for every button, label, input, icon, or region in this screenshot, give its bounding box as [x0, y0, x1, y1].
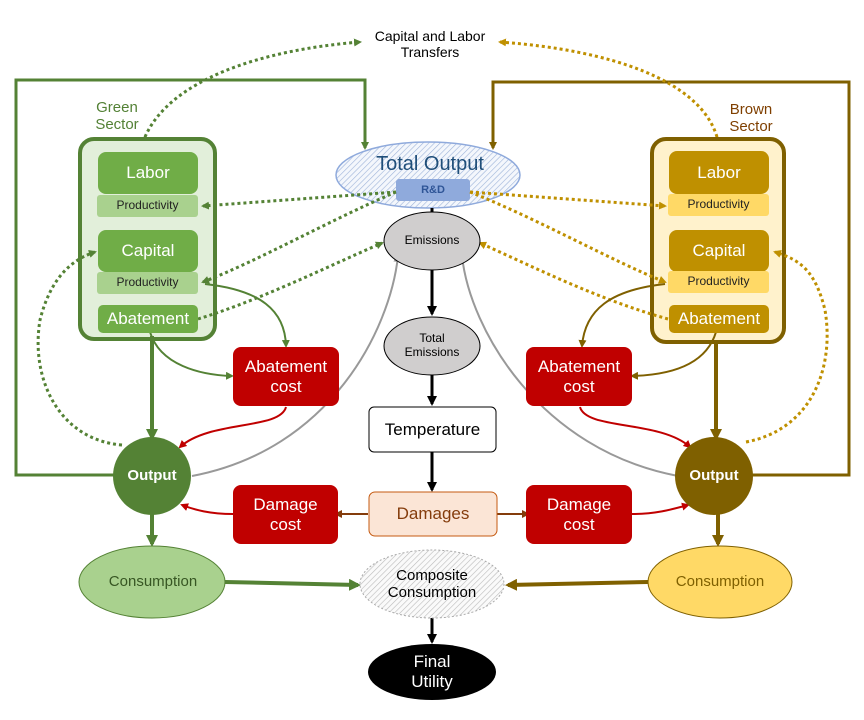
total-emissions-ellipse [383, 316, 481, 376]
green-capital-productivity[interactable]: Productivity [97, 272, 198, 294]
green-abatement-cost-line1: Abatement [244, 356, 328, 376]
emissions-ellipse [383, 211, 481, 271]
green-sector-label-line2: Sector [95, 116, 139, 133]
brown-output-circle [675, 437, 753, 515]
total-emissions-label[interactable]: Total Emissions [384, 326, 480, 366]
green-consumption-label[interactable]: Consumption [108, 573, 198, 591]
total-output-label[interactable]: Total Output [376, 152, 484, 175]
brown-labor-box[interactable]: Labor [669, 151, 769, 194]
final-utility-line1: Final [413, 652, 451, 672]
green-transfer-arrow [138, 38, 362, 145]
rd-label[interactable]: R&D [421, 183, 445, 196]
brown-consumption-ellipse [647, 545, 793, 619]
emissions-label[interactable]: Emissions [404, 233, 460, 248]
damages-box [368, 491, 498, 537]
composite-consumption-ellipse [359, 549, 505, 619]
brown-transfer-arrow [498, 38, 723, 144]
green-abatement-cost-box[interactable]: Abatement cost [233, 347, 339, 406]
brown-consumption-label[interactable]: Consumption [675, 573, 765, 591]
brown-abatement-cost-line1: Abatement [537, 356, 621, 376]
temperature-box [368, 406, 497, 453]
composite-line2: Consumption [387, 584, 477, 601]
final-utility-ellipse [368, 644, 496, 700]
green-output-circle [113, 437, 191, 515]
final-utility-label[interactable]: Final Utility [368, 648, 496, 696]
green-abatement-cost-line2: cost [270, 376, 302, 396]
total-emissions-line1: Total [419, 331, 445, 346]
green-damage-cost-line1: Damage [253, 494, 318, 514]
composite-line1: Composite [396, 566, 468, 584]
brown-damage-cost-box[interactable]: Damage cost [526, 485, 632, 544]
green-loop-line [14, 78, 369, 477]
final-utility-line2: Utility [411, 672, 453, 691]
transfers-title: Capital and Labor Transfers [340, 22, 520, 66]
brown-abatement-cost-box[interactable]: Abatement cost [526, 347, 632, 406]
total-emissions-line2: Emissions [404, 345, 460, 359]
green-abatement-box[interactable]: Abatement [98, 305, 198, 333]
green-labor-box[interactable]: Labor [98, 152, 198, 194]
total-output-ellipse [335, 141, 521, 209]
brown-loop-line [489, 80, 851, 477]
green-damage-cost-box[interactable]: Damage cost [233, 485, 338, 544]
brown-output-label[interactable]: Output [689, 467, 739, 485]
green-capital-box[interactable]: Capital [98, 230, 198, 272]
temperature-label[interactable]: Temperature [384, 419, 481, 439]
transfers-title-line2: Transfers [400, 44, 460, 60]
green-damage-cost-line2: cost [269, 514, 302, 534]
brown-sector-label-line1: Brown [729, 100, 773, 118]
brown-damage-cost-line2: cost [563, 514, 595, 534]
brown-capital-productivity[interactable]: Productivity [668, 271, 769, 293]
brown-capital-box[interactable]: Capital [669, 230, 769, 272]
composite-consumption-label[interactable]: Composite Consumption [360, 562, 504, 606]
green-consumption-ellipse [78, 545, 226, 619]
green-output-label[interactable]: Output [127, 467, 177, 485]
green-sector-label: Green Sector [82, 94, 152, 138]
brown-labor-productivity[interactable]: Productivity [668, 194, 769, 216]
green-labor-productivity[interactable]: Productivity [97, 195, 198, 217]
brown-abatement-box[interactable]: Abatement [669, 305, 769, 333]
transfers-title-line1: Capital and Labor [374, 27, 486, 44]
brown-sector-label: Brown Sector [716, 96, 786, 140]
brown-abatement-cost-line2: cost [563, 376, 595, 396]
brown-sector-label-line2: Sector [729, 118, 773, 135]
damages-label[interactable]: Damages [396, 504, 470, 524]
green-sector-label-line1: Green [96, 98, 138, 116]
brown-damage-cost-line1: Damage [546, 494, 612, 514]
rd-box [396, 179, 470, 201]
